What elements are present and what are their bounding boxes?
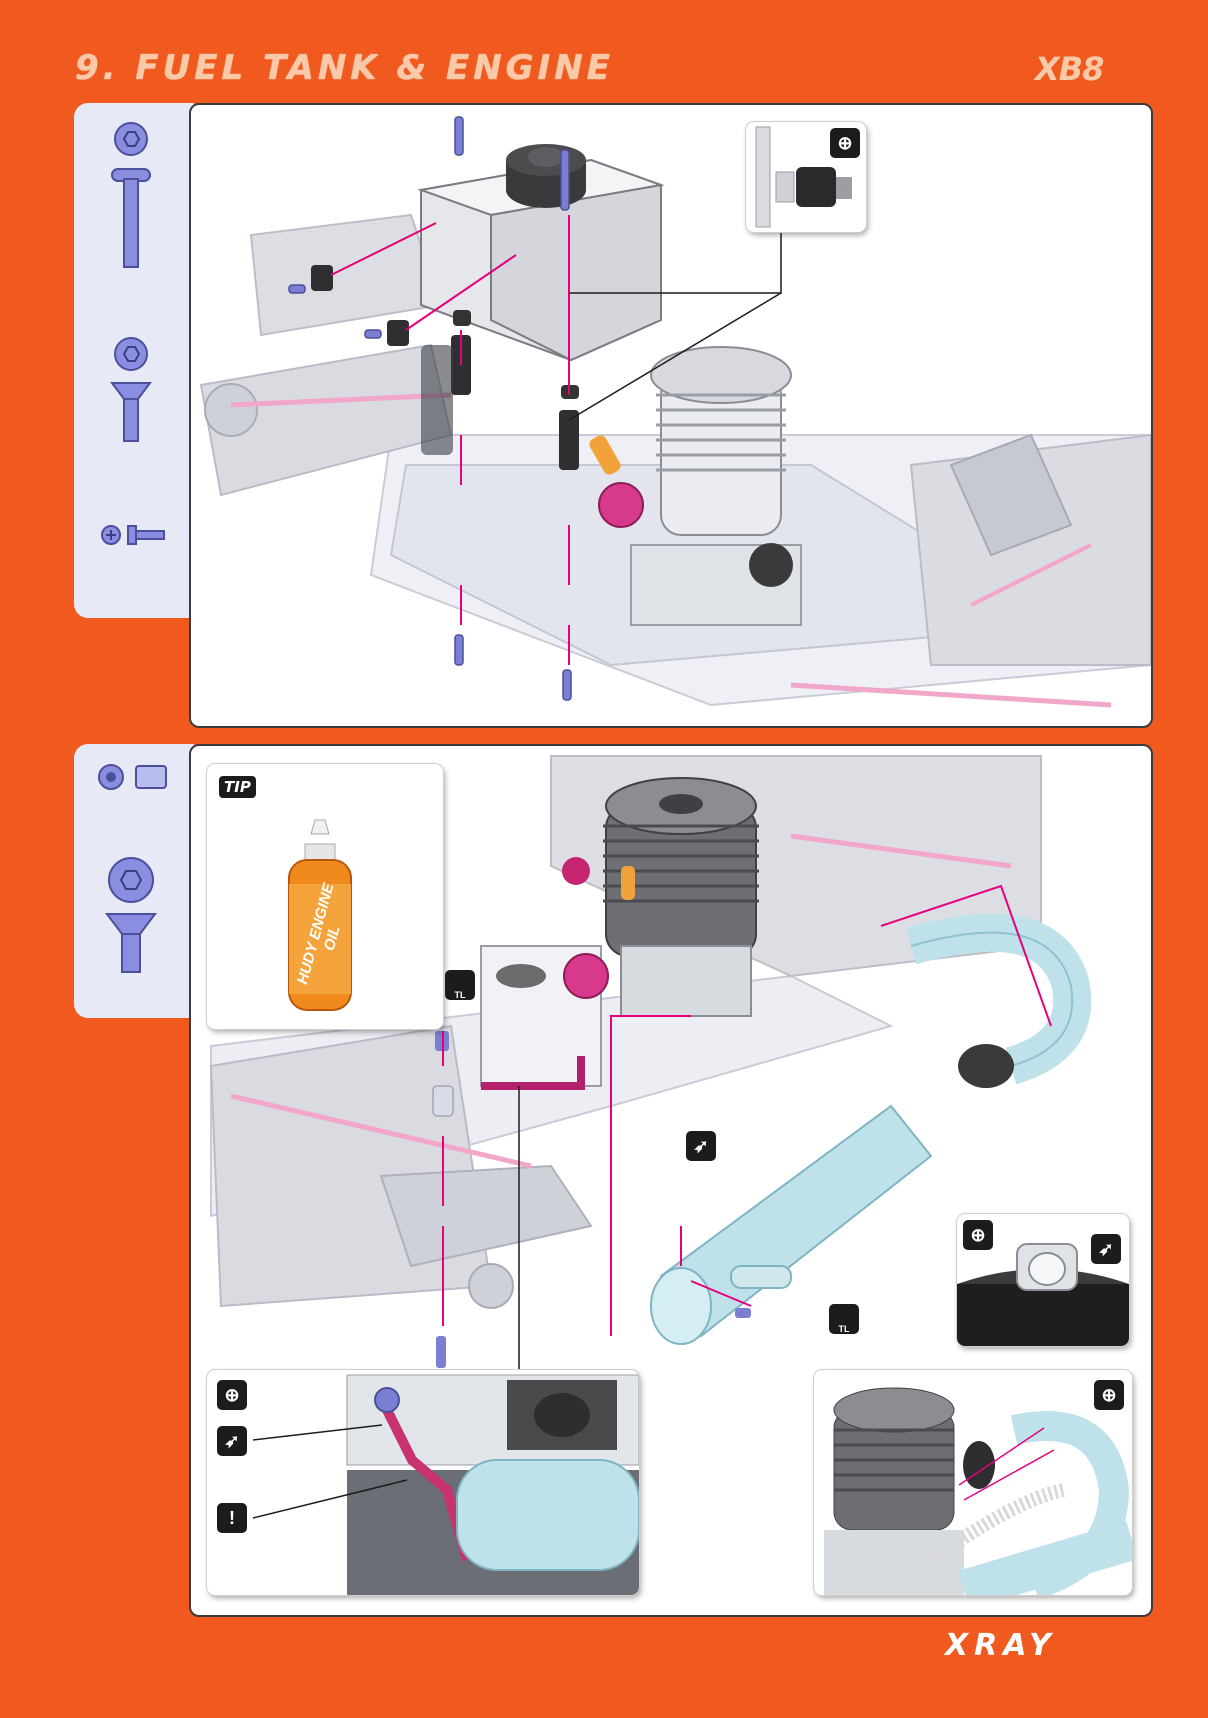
warning-icon: !: [217, 1503, 247, 1533]
button-head-screw-icon: [112, 123, 150, 267]
manifold-routing-detail: [207, 1370, 639, 1595]
fuel-tank-assembly-illustration: [191, 105, 1151, 726]
detail-inset-tank-mount: ⊕: [746, 122, 866, 232]
washer-icon: [99, 765, 123, 789]
tip-inset: TIP HUDY ENGINE OIL: [207, 764, 443, 1029]
parts-list-top: [74, 103, 194, 618]
grease-icon: ➶: [686, 1131, 716, 1161]
flat-head-screw-icon: [107, 858, 155, 972]
magnify-icon: ⊕: [830, 128, 860, 158]
page-title: 9. FUEL TANK & ENGINE: [75, 48, 614, 88]
detail-inset-engine-exhaust: ⊕: [814, 1370, 1132, 1595]
threadlock-icon: TL: [445, 970, 475, 1000]
flat-head-screw-icon: [112, 338, 150, 441]
spacer-icon: [136, 766, 166, 788]
grease-icon: ➶: [217, 1426, 247, 1456]
detail-inset-muffler-inlet: ⊕ ➶: [957, 1214, 1129, 1346]
magnify-icon: ⊕: [963, 1220, 993, 1250]
engine-exhaust-detail: [814, 1370, 1132, 1595]
parts-strip-bottom: [74, 744, 194, 1018]
threadlock-icon: TL: [829, 1304, 859, 1334]
detail-inset-manifold-routing: ⊕ ➶ !: [207, 1370, 639, 1595]
fuel-tank: [421, 144, 661, 360]
magnify-icon: ⊕: [217, 1380, 247, 1410]
magnify-icon: ⊕: [1094, 1380, 1124, 1410]
model-logo: XB8: [1035, 50, 1103, 88]
phillips-screw-icon: [102, 526, 164, 544]
parts-strip-top: [74, 103, 194, 618]
parts-list-bottom: [74, 744, 194, 1018]
brand-logo: XRAY: [945, 1628, 1057, 1663]
grease-icon: ➶: [1091, 1234, 1121, 1264]
step-panel-engine-exhaust: TIP HUDY ENGINE OIL TL TL ➶ ⊕ ➶: [189, 744, 1153, 1617]
step-panel-fuel-tank: ⊕: [189, 103, 1153, 728]
